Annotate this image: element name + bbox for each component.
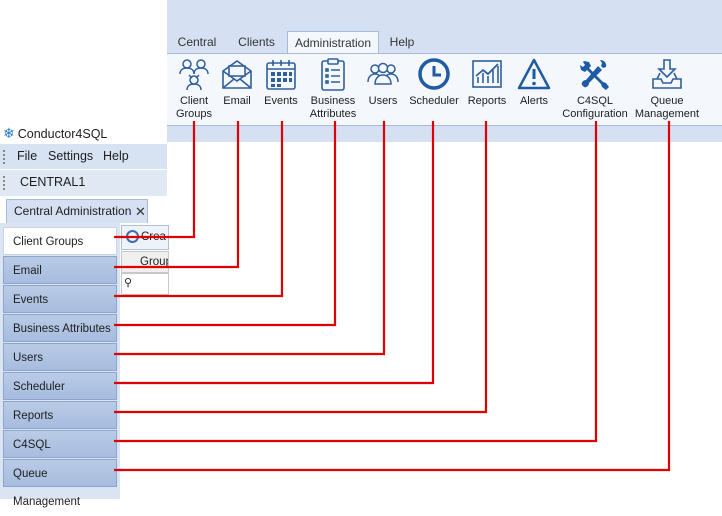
grid-new-row[interactable]: ⚲ — [121, 273, 169, 295]
calendar-icon — [266, 60, 296, 90]
toolbar-grip-icon[interactable] — [3, 176, 5, 190]
close-icon[interactable]: ✕ — [135, 204, 146, 219]
tab-help[interactable]: Help — [389, 35, 415, 49]
document-tab-label: Central Administration — [14, 204, 132, 218]
server-name[interactable]: CENTRAL1 — [20, 175, 86, 189]
menu-help[interactable]: Help — [103, 149, 129, 163]
scheduler-button[interactable]: Scheduler — [405, 54, 463, 124]
tab-administration[interactable]: Administration — [287, 31, 379, 54]
email-button[interactable]: Email — [219, 54, 255, 124]
menu-bar: File Settings Help — [0, 144, 167, 169]
connector-client-groups — [114, 121, 196, 239]
nav-item-users[interactable]: Users — [3, 343, 117, 371]
email-label: Email — [223, 95, 251, 107]
tab-central[interactable]: Central — [177, 35, 217, 49]
connector-business-attributes — [114, 121, 337, 327]
clock-icon — [418, 58, 450, 90]
nav-item-client-groups[interactable]: Client Groups — [3, 227, 117, 255]
business-attributes-button[interactable]: Business Attributes — [304, 54, 362, 124]
reports-label: Reports — [467, 95, 507, 107]
connector-events — [114, 121, 284, 298]
nav-item-scheduler[interactable]: Scheduler — [3, 372, 117, 400]
app-title-bar: ❄Conductor4SQL — [3, 124, 107, 142]
client-groups-label: Client Groups — [175, 95, 213, 120]
queue-management-label: Queue Management — [634, 95, 700, 120]
nav-item-business-attributes[interactable]: Business Attributes — [3, 314, 117, 342]
alerts-button[interactable]: Alerts — [514, 54, 554, 124]
users-label: Users — [368, 95, 398, 107]
users-button[interactable]: Users — [364, 54, 402, 124]
queue-management-button[interactable]: Queue Management — [633, 54, 701, 124]
menu-settings[interactable]: Settings — [48, 149, 94, 163]
connector-users — [114, 121, 386, 356]
connector-c4sql-configuration — [114, 121, 598, 443]
events-label: Events — [264, 95, 298, 107]
scheduler-label: Scheduler — [409, 95, 459, 107]
navigation-panel: Client Groups Email Events Business Attr… — [0, 223, 120, 508]
menu-grip-icon[interactable] — [3, 150, 5, 164]
warning-icon — [517, 58, 551, 90]
alerts-label: Alerts — [519, 95, 549, 107]
inbox-download-icon — [652, 59, 682, 89]
tools-icon — [580, 60, 609, 90]
client-groups-button[interactable]: Client Groups — [170, 54, 218, 124]
server-toolbar — [0, 170, 167, 196]
tab-clients[interactable]: Clients — [238, 35, 275, 49]
ribbon-tabs: Central Clients Administration Help — [167, 31, 722, 54]
snowflake-icon: ❄ — [3, 125, 15, 141]
connector-email — [114, 121, 240, 269]
chart-report-icon — [472, 60, 502, 88]
users-icon — [367, 62, 399, 85]
connector-scheduler — [114, 121, 435, 385]
email-icon — [222, 60, 252, 89]
pin-icon: ⚲ — [124, 277, 133, 289]
connector-lines — [114, 121, 671, 472]
connector-queue-management — [114, 121, 671, 472]
ribbon: Central Clients Administration Help Clie… — [167, 0, 722, 142]
reports-button[interactable]: Reports — [465, 54, 509, 124]
c4sql-configuration-button[interactable]: C4SQL Configuration — [557, 54, 633, 124]
tab-central-administration[interactable]: Central Administration ✕ — [6, 199, 148, 223]
connector-reports — [114, 121, 488, 414]
nav-item-reports[interactable]: Reports — [3, 401, 117, 429]
business-attributes-label: Business Attributes — [309, 95, 357, 120]
app-title: Conductor4SQL — [17, 127, 108, 141]
nav-item-events[interactable]: Events — [3, 285, 117, 313]
ribbon-panel: Client Groups Email — [167, 53, 722, 126]
c4sql-configuration-label: C4SQL Configuration — [562, 95, 628, 120]
clipboard-list-icon — [321, 58, 345, 91]
grid-header-group[interactable]: Group — [140, 256, 169, 268]
events-button[interactable]: Events — [261, 54, 301, 124]
client-groups-icon — [179, 59, 209, 91]
menu-file[interactable]: File — [17, 149, 38, 163]
nav-item-email[interactable]: Email — [3, 256, 117, 284]
